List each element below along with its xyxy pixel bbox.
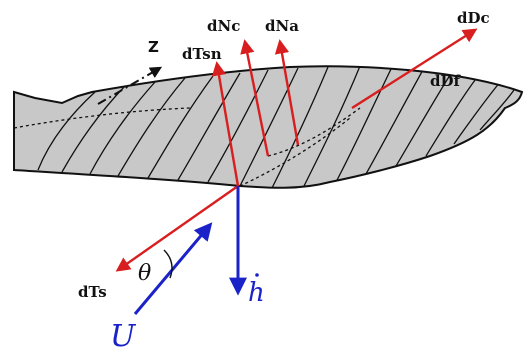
dTsn-arrow — [211, 61, 240, 187]
wing-strips — [37, 66, 515, 188]
hdot-dot — [255, 273, 259, 277]
force-arrows — [115, 28, 478, 272]
dNc-label: dNc — [207, 17, 240, 35]
dTs-label: dTs — [78, 283, 107, 301]
dNa-label: dNa — [265, 17, 299, 35]
dDc-arrow — [351, 28, 478, 110]
dNa-arrow — [274, 39, 300, 146]
dDf-label: dDf — [430, 72, 461, 90]
dDc-label: dDc — [457, 9, 490, 27]
dTsn-label: dTsn — [182, 45, 222, 63]
z-axis — [97, 66, 163, 105]
hdot-label: h — [248, 278, 265, 308]
U-label: U — [110, 319, 137, 354]
theta-arc — [163, 249, 173, 279]
velocity-arrows — [133, 186, 247, 315]
z-axis-label: Z — [148, 38, 159, 56]
theta-label: θ — [138, 261, 151, 286]
dTs-arrow — [115, 185, 239, 272]
wing-surface — [13, 65, 524, 189]
dNc-arrow — [240, 39, 270, 157]
